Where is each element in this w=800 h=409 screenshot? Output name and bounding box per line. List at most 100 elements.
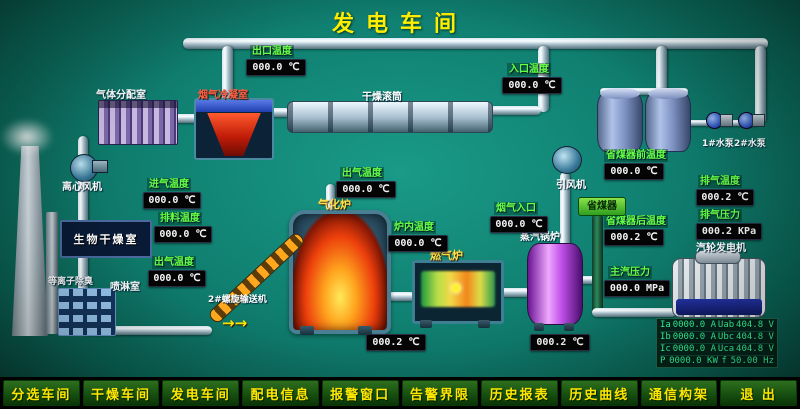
page-title: 发电车间	[331, 12, 468, 37]
pipe-fan-down	[560, 172, 570, 248]
turbine-generator-label: 汽轮发电机	[696, 243, 746, 254]
bio-drying-room: 生物干燥室	[60, 220, 152, 258]
gen-cell: Ic	[660, 343, 671, 354]
small-stack	[46, 212, 58, 334]
gen-cell: Uca	[717, 343, 735, 354]
outgas-temp-left-label: 出气温度	[152, 256, 196, 269]
steam-boiler-label: 蒸汽锅炉	[520, 232, 560, 243]
gen-cell: 0000.0 A	[672, 332, 717, 343]
plasma-deodor-label: 等离子除臭	[48, 277, 94, 287]
boiler-leg-right	[564, 323, 574, 331]
generator-data-row: Ib 0000.0 A Ubc 404.8 V	[660, 331, 774, 342]
water-tank-1-top	[600, 88, 640, 99]
condenser-top-band	[196, 100, 272, 112]
main-steam-pressure-label: 主汽压力	[608, 266, 652, 279]
gen-cell: Ubc	[717, 332, 735, 343]
gas-furnace	[412, 260, 504, 324]
nav-drying-workshop[interactable]: 干燥车间	[82, 380, 160, 406]
gasifier-leg-right	[358, 326, 372, 335]
nav-exit[interactable]: 退 出	[720, 380, 798, 406]
pipe-economizer-downcomer	[592, 214, 603, 316]
gas-furnace-label: 燃气炉	[430, 249, 463, 262]
gasifier-vessel	[289, 210, 391, 334]
pipe-top-main	[183, 38, 768, 49]
gen-cell: Uab	[717, 320, 735, 331]
gen-cell: 404.8 V	[736, 320, 774, 331]
spray-room-cabinet	[58, 288, 116, 336]
fluegas-inlet-display: 000.0 ℃	[490, 216, 548, 233]
pipe-gasifier-gasfurnace	[381, 292, 415, 301]
gen-cell: P	[660, 355, 666, 366]
exhaust-pressure-display: 000.2 KPa	[696, 223, 762, 240]
outgas-temp-left-display: 000.0 ℃	[148, 270, 206, 287]
gen-cell: Ib	[660, 332, 671, 343]
bottom-nav-bar: 分选车间 干燥车间 发电车间 配电信息 报警窗口 告警界限 历史报表 历史曲线 …	[0, 377, 800, 409]
induced-fan-icon	[552, 146, 582, 174]
gas-furnace-burner-dot	[451, 283, 461, 293]
pipe-gasfurnace-boiler	[496, 288, 530, 297]
generator-data-row: Ia 0000.0 A Uab 404.8 V	[660, 320, 774, 330]
discharge-temp-display: 000.0 ℃	[154, 226, 212, 243]
drying-drum	[287, 101, 493, 133]
nav-history-report[interactable]: 历史报表	[481, 380, 558, 406]
induced-fan-label: 引风机	[556, 180, 586, 191]
turbine-generator	[672, 250, 766, 318]
turbine-top-cylinder	[695, 250, 741, 264]
exhaust-temp-label: 排气温度	[698, 175, 742, 188]
pipe-bottom-left	[84, 326, 212, 335]
fluegas-inlet-label: 烟气入口	[494, 202, 538, 215]
economizer-in-temp-label: 省煤器前温度	[604, 149, 668, 162]
pipe-machine-condenser	[172, 114, 198, 123]
nav-comm-architecture[interactable]: 通信构架	[640, 380, 718, 406]
intake-temp-display: 000.0 ℃	[143, 192, 201, 209]
water-tank-2-top	[648, 88, 688, 99]
generator-data-row: Ic 0000.0 A Uca 404.8 V	[660, 342, 774, 354]
pipe-riser-tanks	[656, 46, 667, 96]
gas-distribution-label: 气体分配室	[96, 90, 146, 101]
nav-power-distribution-info[interactable]: 配电信息	[242, 380, 319, 406]
chimney	[12, 146, 48, 336]
turbine-base-band	[676, 299, 762, 315]
exhaust-temp-display: 000.2 ℃	[696, 189, 754, 206]
gen-cell: 0000.0 KW	[669, 355, 718, 366]
centrifugal-fan-label: 离心风机	[62, 182, 102, 193]
nav-history-curve[interactable]: 历史曲线	[560, 380, 638, 406]
pump2-motor	[752, 114, 765, 127]
economizer-in-temp-display: 000.0 ℃	[604, 163, 664, 180]
pipe-downcomer-turbine	[592, 308, 676, 317]
inlet-temp-label: 入口温度	[507, 63, 551, 76]
boiler-out-temp-display: 000.2 ℃	[530, 334, 590, 351]
gasifier-label: 气化炉	[318, 198, 351, 211]
main-steam-pressure-display: 000.0 MPa	[604, 280, 670, 297]
generator-data-row: P 0000.0 KW f 50.00 Hz	[660, 354, 774, 366]
generator-data-panel: Ia 0000.0 A Uab 404.8 V Ib 0000.0 A Ubc …	[656, 318, 778, 368]
nav-sorting-workshop[interactable]: 分选车间	[3, 380, 80, 406]
discharge-temp-label: 排料温度	[158, 212, 202, 225]
pump1-label: 1#水泵	[702, 139, 734, 149]
gas-furnace-leg-left	[420, 320, 432, 328]
gas-furnace-leg-right	[478, 320, 490, 328]
nav-alarm-window[interactable]: 报警窗口	[321, 380, 399, 406]
gen-cell: 0000.0 A	[672, 320, 717, 331]
water-tank-1	[597, 88, 643, 152]
pipe-boiler-economizer	[579, 276, 597, 284]
furnace-temp-label: 炉内温度	[392, 221, 436, 234]
outgas-temp-mid-display: 000.0 ℃	[336, 181, 396, 198]
screw-conveyor-label: 2#螺旋输送机	[208, 295, 267, 305]
gen-cell: Ia	[660, 320, 671, 331]
exhaust-pressure-label: 排气压力	[698, 209, 742, 222]
chimney-smoke	[0, 118, 54, 156]
boiler-leg-left	[534, 323, 544, 331]
centrifugal-fan-duct	[92, 160, 108, 173]
drying-drum-label: 干燥滚筒	[362, 92, 402, 103]
gen-cell: 404.8 V	[736, 332, 774, 343]
economizer-button[interactable]: 省煤器	[578, 197, 626, 216]
nav-power-workshop[interactable]: 发电车间	[162, 380, 240, 406]
flue-condenser-label: 烟气冷凝室	[198, 90, 248, 101]
pipe-riser-condenser	[222, 46, 233, 102]
water-tank-2	[645, 88, 691, 152]
steam-boiler	[527, 243, 583, 325]
nav-alarm-limits[interactable]: 告警界限	[401, 380, 479, 406]
pipe-condenser-drum	[266, 108, 290, 117]
